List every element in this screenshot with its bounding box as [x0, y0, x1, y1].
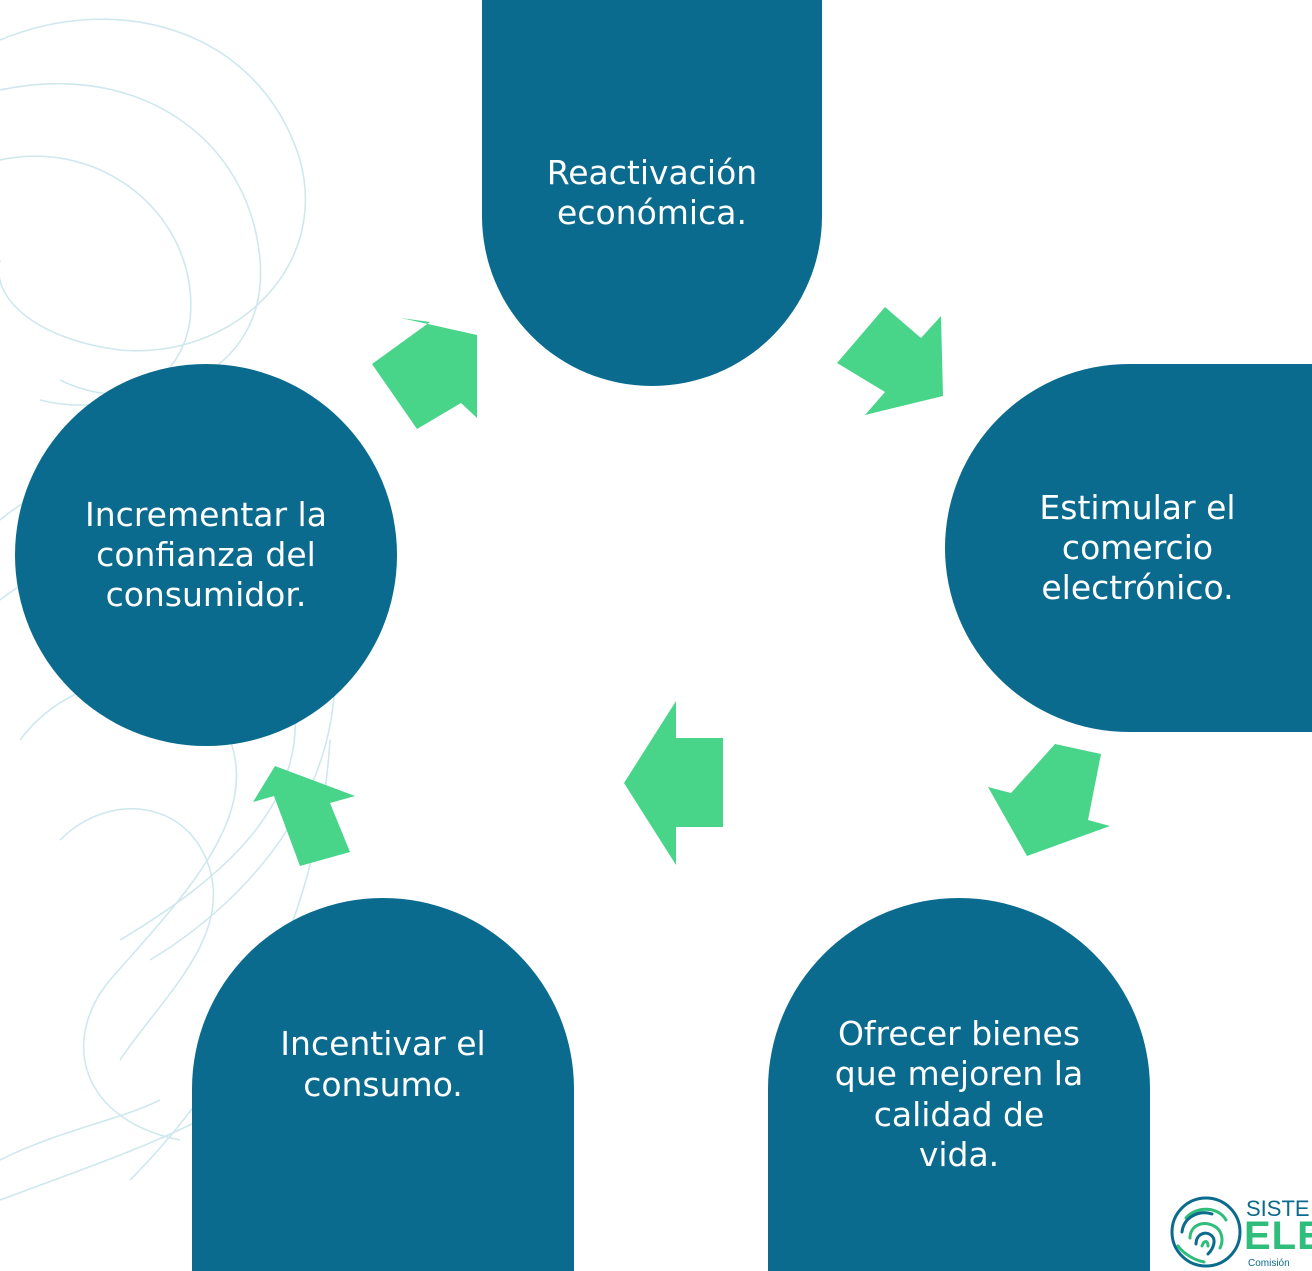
node-text-line: que mejoren la — [834, 1054, 1084, 1094]
cycle-node-reactivacion: Reactivación económica. — [482, 0, 822, 386]
logo-top-text: SISTE — [1246, 1196, 1310, 1221]
node-text-line: consumo. — [303, 1064, 463, 1104]
node-text-line: vida. — [918, 1134, 1000, 1174]
node-text-line: Incrementar la — [85, 494, 327, 534]
node-text-line: calidad de — [873, 1094, 1045, 1134]
cycle-node-confianza: Incrementar la confianza del consumidor. — [15, 364, 397, 746]
node-text-line: comercio — [1061, 527, 1214, 567]
node-text-line: consumidor. — [105, 575, 307, 615]
node-text-line: Ofrecer bienes — [837, 1014, 1081, 1053]
logo-sub-text: Comisión — [1248, 1258, 1290, 1269]
arrow-consumo-to-confianza-icon — [253, 766, 355, 866]
cycle-node-bienes: Ofrecer bienes que mejoren la calidad de… — [768, 898, 1150, 1271]
arrow-bienes-to-consumo-icon — [624, 701, 723, 865]
brand-logo: SISTE ELE Comisión — [1166, 1188, 1312, 1271]
node-text-line: confianza del — [96, 534, 316, 574]
cycle-node-consumo: Incentivar el consumo. — [192, 898, 574, 1271]
logo-main-text: ELE — [1244, 1214, 1312, 1258]
node-text-line: Estimular el — [1039, 487, 1236, 527]
node-text-line: Incentivar el — [280, 1024, 486, 1064]
node-text-line: electrónico. — [1041, 568, 1234, 608]
arrow-confianza-to-reactivacion-icon — [372, 318, 477, 429]
arrow-comercio-to-bienes-icon — [988, 744, 1110, 856]
arrow-reactivacion-to-comercio-icon — [837, 307, 943, 415]
node-text-line: Reactivación — [546, 152, 758, 192]
fingerprint-globe-icon — [1170, 1196, 1242, 1268]
node-text-line: económica. — [557, 193, 747, 232]
cycle-node-comercio: Estimular el comercio electrónico. — [945, 364, 1312, 732]
